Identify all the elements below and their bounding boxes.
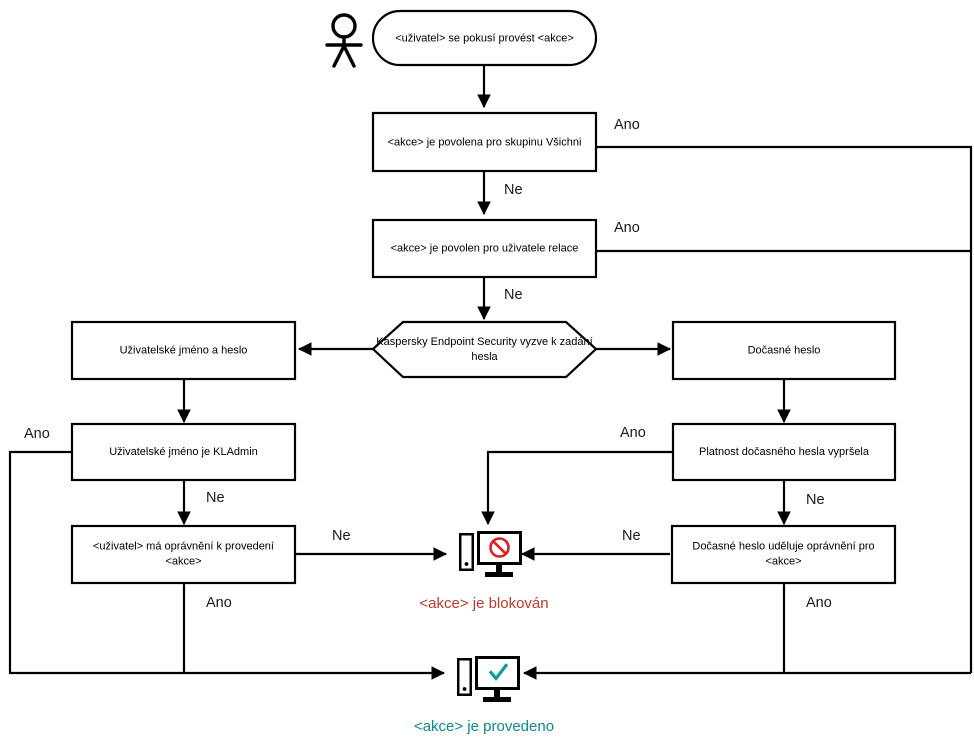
node-user-pass-label: Uživatelské jméno a heslo [120, 344, 248, 356]
edge-label-is-kladmin-yes: Ano [24, 426, 50, 442]
user-stick-figure-icon [325, 13, 363, 68]
node-allowed-all-label: <akce> je povolena pro skupinu Všichni [388, 136, 582, 148]
edge-allowed-all-yes [596, 145, 973, 673]
node-prompt-label-line2: hesla [471, 351, 498, 363]
node-temp-expired-label: Platnost dočasného hesla vypršela [699, 446, 870, 458]
result-blocked-label: <akce> je blokován [419, 595, 548, 612]
edge-temp-expired-yes [481, 450, 672, 526]
node-temp-pass[interactable]: Dočasné heslo [671, 320, 897, 381]
node-prompt-label-line1: Kaspersky Endpoint Security vyzve k zadá… [376, 336, 592, 348]
node-temp-grants-label-line2: <akce> [765, 555, 801, 567]
edge-label-has-perm-no: Ne [332, 528, 351, 544]
node-temp-expired[interactable]: Platnost dočasného hesla vypršela [671, 422, 897, 482]
node-start-label: <uživatel> se pokusí provést <akce> [395, 32, 574, 44]
edge-label-allowed-all-yes: Ano [614, 117, 640, 133]
computer-blocked-icon [459, 531, 522, 577]
node-start[interactable]: <uživatel> se pokusí provést <akce> [371, 9, 598, 67]
edge-label-temp-expired-no: Ne [806, 492, 825, 508]
edge-label-temp-expired-yes: Ano [620, 425, 646, 441]
node-temp-grants[interactable]: Dočasné heslo uděluje oprávnění pro <akc… [670, 524, 897, 585]
node-allowed-all[interactable]: <akce> je povolena pro skupinu Všichni [371, 111, 598, 173]
node-temp-pass-label: Dočasné heslo [748, 344, 821, 356]
edge-is-kladmin-yes [8, 450, 446, 680]
node-allowed-user[interactable]: <akce> je povolen pro uživatele relace [371, 218, 598, 279]
node-is-kladmin[interactable]: Uživatelské jméno je KLAdmin [70, 422, 297, 482]
edge-label-is-kladmin-no: Ne [206, 490, 225, 506]
node-user-pass[interactable]: Uživatelské jméno a heslo [70, 320, 297, 381]
computer-check-icon [457, 656, 520, 702]
edge-label-allowed-user-no: Ne [504, 287, 523, 303]
edge-label-has-perm-yes: Ano [206, 595, 232, 611]
node-is-kladmin-label: Uživatelské jméno je KLAdmin [109, 446, 258, 458]
node-has-perm[interactable]: <uživatel> má oprávnění k provedení <akc… [70, 524, 297, 585]
node-temp-grants-label-line1: Dočasné heslo uděluje oprávnění pro [692, 540, 874, 552]
result-done-label: <akce> je provedeno [414, 718, 554, 735]
node-allowed-user-label: <akce> je povolen pro uživatele relace [391, 242, 579, 254]
edge-label-allowed-all-no: Ne [504, 182, 523, 198]
edge-label-temp-grants-yes: Ano [806, 595, 832, 611]
node-has-perm-label-line1: <uživatel> má oprávnění k provedení [93, 540, 274, 552]
node-prompt[interactable]: Kaspersky Endpoint Security vyzve k zadá… [371, 320, 598, 379]
edge-label-temp-grants-no: Ne [622, 528, 641, 544]
edge-label-allowed-user-yes: Ano [614, 220, 640, 236]
node-has-perm-label-line2: <akce> [165, 555, 201, 567]
